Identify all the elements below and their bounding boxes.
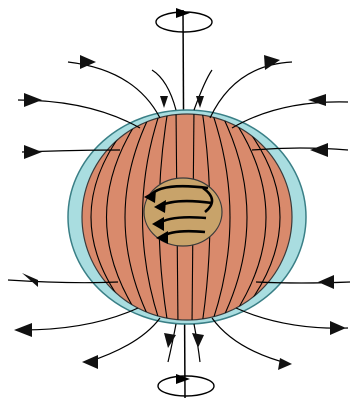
arrow-bottom-1 <box>164 333 176 348</box>
arrow-bottom-left-1 <box>82 355 98 369</box>
rotation-arrow-bottom-icon <box>158 374 214 396</box>
arrow-bottom-right-1 <box>278 358 292 370</box>
core <box>144 178 222 246</box>
arrow-top-1 <box>160 96 168 108</box>
arrow-left-3 <box>22 273 38 287</box>
arrow-right-4 <box>330 321 346 335</box>
arrow-left-2 <box>24 145 42 159</box>
arrow-bottom-2 <box>192 333 204 348</box>
arrow-left-1 <box>24 93 42 107</box>
arrow-right-3 <box>318 275 334 289</box>
arrow-right-2 <box>310 143 328 157</box>
arrow-right-1 <box>308 94 326 106</box>
arrow-top-right-1 <box>264 55 280 70</box>
arrow-left-4 <box>14 323 32 337</box>
rotation-arrow-top-icon <box>156 8 212 32</box>
